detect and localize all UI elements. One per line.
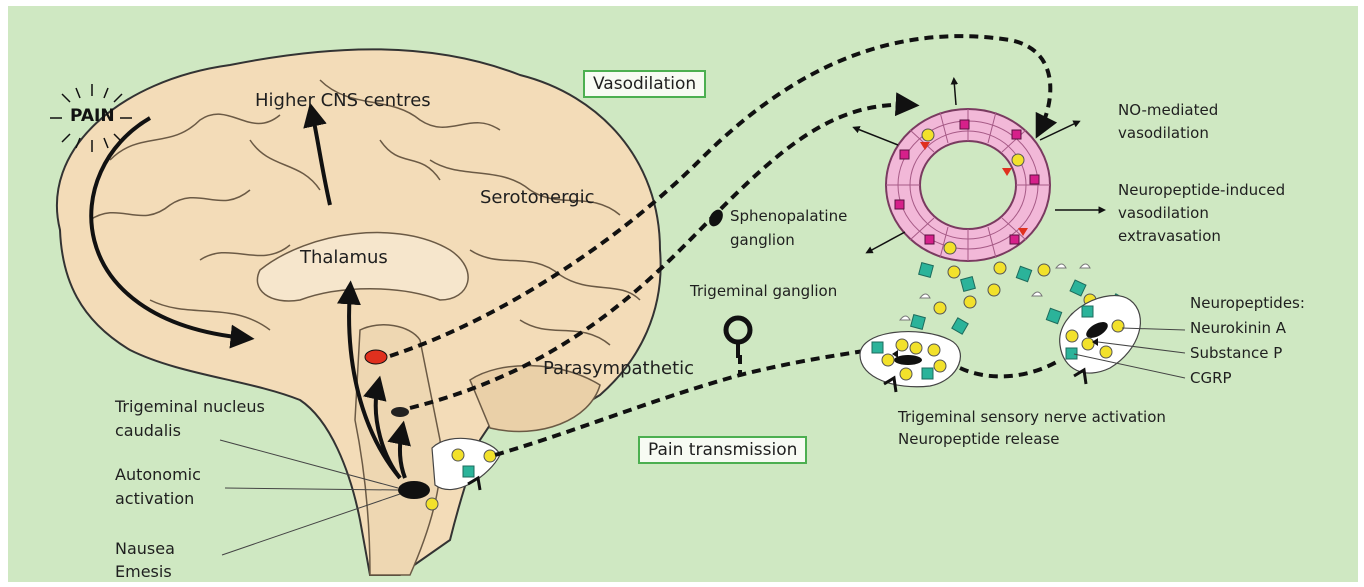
tnc-label-2: caudalis — [115, 420, 181, 441]
neuropeptide-yellow — [426, 498, 438, 510]
serotonergic-label: Serotonergic — [480, 187, 594, 209]
autonomic-label-1: Autonomic — [115, 464, 201, 485]
trigeminal-nucleus — [398, 481, 430, 499]
ganglion-icon — [726, 318, 750, 358]
nerve-terminal-right — [1060, 296, 1141, 384]
vasodilation-box: Vasodilation — [583, 70, 706, 98]
neuropeptide-induced-label-3: extravasation — [1118, 226, 1221, 246]
cgrp-label: CGRP — [1190, 368, 1232, 388]
neuropeptide-induced-label-1: Neuropeptide-induced — [1118, 180, 1285, 200]
neurokinin-label: Neurokinin A — [1190, 318, 1286, 338]
neuron-icon — [432, 438, 500, 490]
nausea-label: Nausea — [115, 538, 175, 559]
substance-p-label: Substance P — [1190, 343, 1282, 363]
activation-label-1: Trigeminal sensory nerve activation — [898, 407, 1166, 427]
autonomic-label-2: activation — [115, 488, 194, 509]
sphenopalatine-label-2: ganglion — [730, 230, 795, 250]
autonomic-nucleus — [391, 407, 409, 417]
trigeminal-ganglion-label: Trigeminal ganglion — [690, 281, 837, 301]
sphenopalatine-label-1: Sphenopalatine — [730, 206, 847, 226]
nerve-terminal-left — [860, 332, 960, 392]
higher-cns-label: Higher CNS centres — [255, 90, 431, 112]
blood-vessel — [886, 109, 1050, 261]
neuropeptide-induced-label-2: vasodilation — [1118, 203, 1209, 223]
no-mediated-label-2: vasodilation — [1118, 123, 1209, 143]
emesis-label: Emesis — [115, 561, 172, 582]
pain-transmission-box: Pain transmission — [638, 436, 807, 464]
parasympathetic-label: Parasympathetic — [543, 358, 694, 380]
tnc-label-1: Trigeminal nucleus — [115, 396, 265, 417]
neuropeptides-title: Neuropeptides: — [1190, 293, 1305, 313]
pain-label: PAIN — [70, 106, 115, 126]
thalamus-label: Thalamus — [300, 247, 388, 269]
no-mediated-label-1: NO-mediated — [1118, 100, 1218, 120]
serotonergic-nucleus — [365, 350, 387, 364]
activation-label-2: Neuropeptide release — [898, 429, 1060, 449]
